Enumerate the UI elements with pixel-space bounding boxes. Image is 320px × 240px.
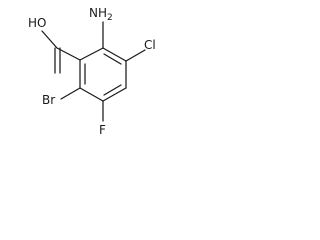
ring-bond-c4-c5 [102,87,127,102]
bond-to-bromo [60,87,81,100]
chloro-label: Cl [144,38,156,52]
hydroxyl-label: HO [28,16,46,30]
bond-ring-to-carboxyl-carbon [56,47,81,61]
bromo-label: Br [42,93,55,107]
ring-double-bond-c2-c3-inner [103,53,122,65]
bond-to-chloro [125,49,146,62]
ring-bond-c5-c6 [79,87,104,102]
molecule-structure: NH2 HO Cl F Br [28,6,156,137]
substituent-bonds [41,21,146,122]
ring-bond-c2-c3 [102,47,127,62]
amino-label: NH2 [89,6,113,23]
ring-bond-c1-c2 [79,47,104,61]
bond-carboxyl-to-hydroxyl [41,30,58,49]
benzene-ring [79,47,127,102]
fluoro-label: F [99,123,106,137]
ring-double-bond-c4-c5-inner [103,84,122,96]
